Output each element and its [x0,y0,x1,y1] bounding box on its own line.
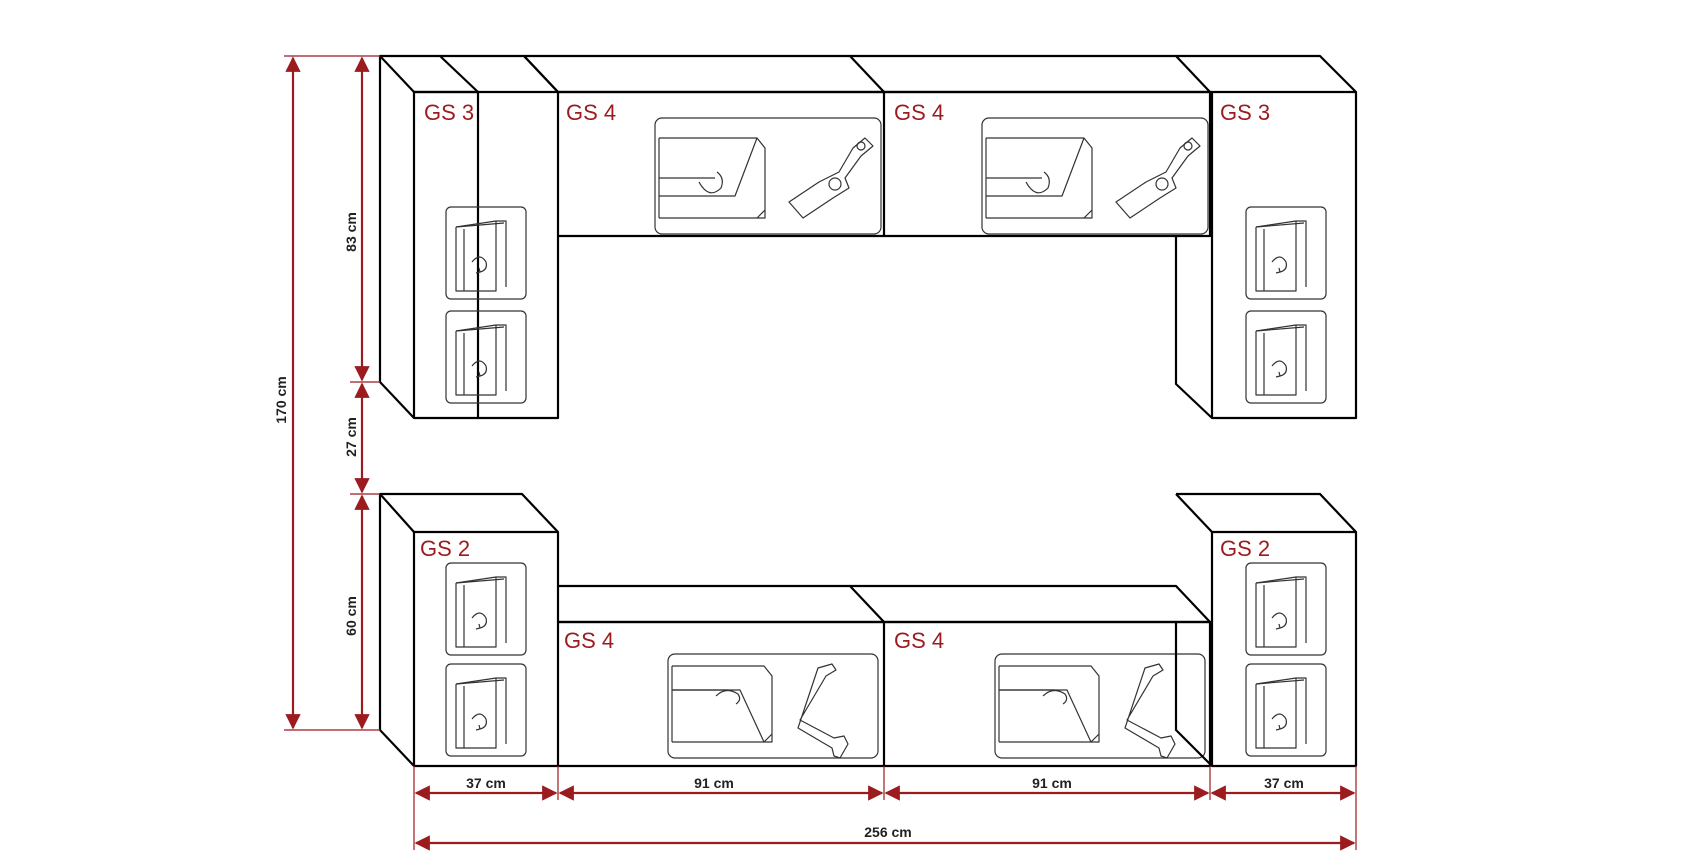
dimension-width-right: 37 cm [1264,775,1304,791]
module-top-right: GS 3 [1174,54,1358,420]
module-label-gs4-top-right: GS 4 [894,100,944,125]
module-label-gs2-right: GS 2 [1220,536,1270,561]
flap-door-icon [654,117,882,235]
flap-door-icon [981,117,1209,235]
module-label-gs3-left: GS 3 [424,100,474,125]
module-label-gs3-right: GS 3 [1220,100,1270,125]
dimension-gap-height: 27 cm [343,417,359,457]
door-icon [1245,663,1327,757]
dimension-width-center-right: 91 cm [1032,775,1072,791]
module-label-gs2-left: GS 2 [420,536,470,561]
door-icon [445,562,527,656]
door-icon [1245,562,1327,656]
module-top-center-right: GS 4 [850,54,1212,238]
module-bottom-center-left: GS 4 [558,584,886,768]
dimension-width-center-left: 91 cm [694,775,734,791]
module-top-center-left: GS 4 [522,54,886,238]
module-label-gs4-bottom-right: GS 4 [894,628,944,653]
door-icon [1245,310,1327,404]
door-icon [445,663,527,757]
module-top-left: GS 3 [378,54,560,420]
dimension-upper-height: 83 cm [343,212,359,252]
flap-door-icon [667,653,879,759]
vertical-dimensions: 170 cm 83 cm 27 cm 60 cm [273,55,380,731]
door-icon [445,206,527,300]
dimension-total-width: 256 cm [864,824,911,840]
module-bottom-left: GS 2 [378,492,560,768]
dimension-width-left: 37 cm [466,775,506,791]
horizontal-dimensions: 37 cm 91 cm 91 cm 37 cm 256 cm [413,766,1357,851]
module-bottom-center-right: GS 4 [850,584,1212,768]
module-bottom-right: GS 2 [1174,492,1358,768]
flap-door-icon [994,653,1206,759]
door-icon [1245,206,1327,300]
module-label-gs4-top-left: GS 4 [566,100,616,125]
door-icon [445,310,527,404]
dimension-total-height: 170 cm [273,376,289,423]
dimension-lower-height: 60 cm [343,596,359,636]
module-label-gs4-bottom-left: GS 4 [564,628,614,653]
